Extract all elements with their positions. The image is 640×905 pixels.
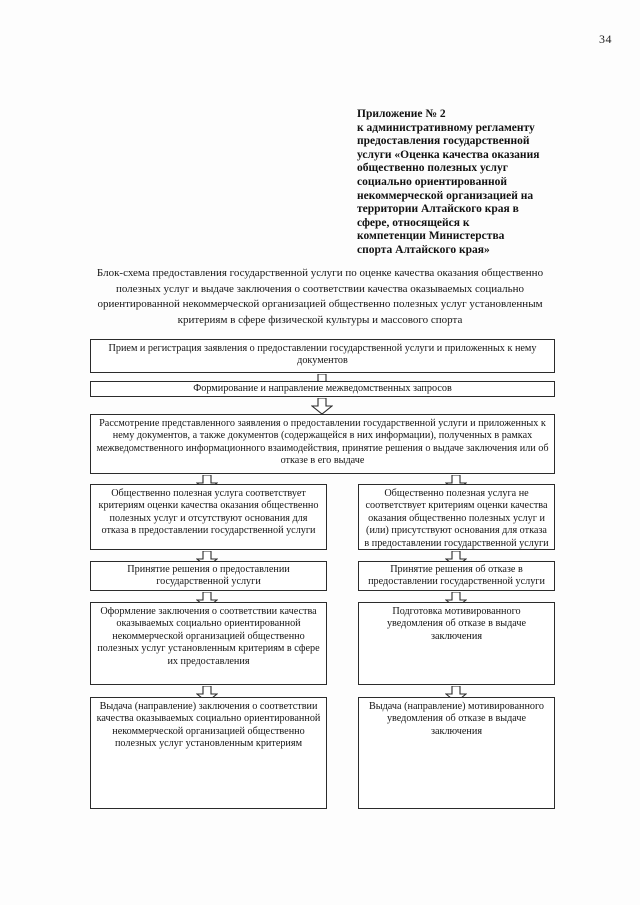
flow-node-decision-refuse-label: Принятие решения об отказе в предоставле…	[368, 563, 545, 587]
flow-node-issue-refusal-notice: Выдача (направление) мотивированного уве…	[358, 697, 555, 809]
flow-node-review-decision-label: Рассмотрение представленного заявления о…	[96, 418, 549, 467]
header-line-6: социально ориентированной	[357, 175, 507, 188]
flow-node-service-not-conforms: Общественно полезная услуга не соответст…	[358, 484, 555, 550]
arrow-down-2	[311, 398, 333, 416]
flow-node-prepare-conclusion-label: Оформление заключения о соответствии кач…	[97, 606, 320, 667]
flow-node-issue-conclusion: Выдача (направление) заключения о соотве…	[90, 697, 327, 809]
header-line-4: услуги «Оценка качества оказания	[357, 148, 540, 161]
flow-node-intake-label: Прием и регистрация заявления о предоста…	[108, 343, 537, 367]
header-line-8: территории Алтайского края в	[357, 203, 519, 216]
flowchart-caption: Блок-схема предоставления государственно…	[96, 267, 544, 326]
header-line-11: спорта Алтайского края»	[357, 243, 490, 256]
flow-node-decision-grant: Принятие решения о предоставлении госуда…	[90, 561, 327, 591]
flow-node-intake: Прием и регистрация заявления о предоста…	[90, 339, 555, 373]
header-line-2: к административному регламенту	[357, 121, 535, 134]
header-line-10: компетенции Министерства	[357, 230, 505, 243]
header-line-9: сфере, относящейся к	[357, 216, 470, 229]
flow-node-issue-conclusion-label: Выдача (направление) заключения о соотве…	[96, 701, 321, 750]
header-line-1: Приложение № 2	[357, 108, 446, 120]
flow-node-service-not-conforms-label: Общественно полезная услуга не соответст…	[364, 488, 549, 549]
flow-node-decision-grant-label: Принятие решения о предоставлении госуда…	[127, 563, 290, 587]
flow-node-interagency-requests-label: Формирование и направление межведомствен…	[193, 382, 452, 394]
appendix-header: Приложение № 2 к административному регла…	[357, 108, 597, 258]
flow-node-prepare-conclusion: Оформление заключения о соответствии кач…	[90, 602, 327, 685]
page-number: 34	[599, 32, 612, 46]
flow-node-decision-refuse: Принятие решения об отказе в предоставле…	[358, 561, 555, 591]
header-line-5: общественно полезных услуг	[357, 162, 508, 175]
flow-node-review-decision: Рассмотрение представленного заявления о…	[90, 414, 555, 474]
flow-node-issue-refusal-notice-label: Выдача (направление) мотивированного уве…	[368, 701, 545, 737]
header-line-3: предоставления государственной	[357, 135, 530, 148]
flow-node-prepare-refusal-notice: Подготовка мотивированного уведомления о…	[358, 602, 555, 685]
flow-node-service-conforms-label: Общественно полезная услуга соответствуе…	[98, 488, 319, 537]
flow-node-prepare-refusal-notice-label: Подготовка мотивированного уведомления о…	[386, 606, 527, 642]
header-line-7: некоммерческой организацией на	[357, 189, 534, 202]
flow-node-service-conforms: Общественно полезная услуга соответствуе…	[90, 484, 327, 550]
flow-node-interagency-requests: Формирование и направление межведомствен…	[90, 381, 555, 397]
